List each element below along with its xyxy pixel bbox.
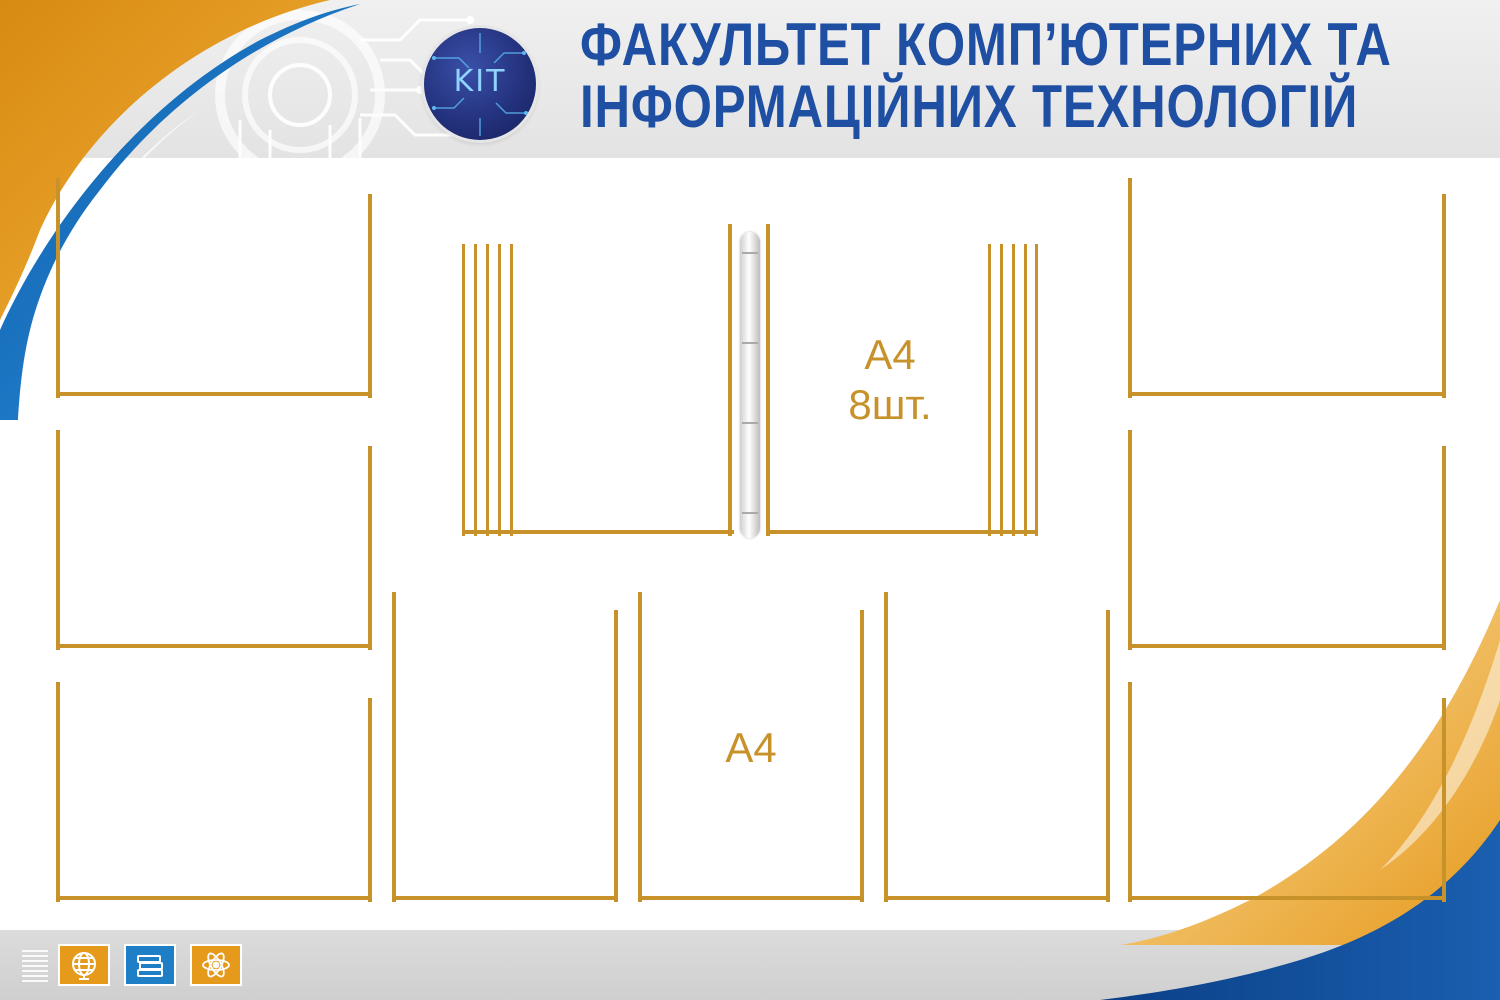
binder-flip-pages-right[interactable]	[766, 224, 1038, 536]
footer-stripes	[22, 950, 48, 982]
binder-format-label: A4	[864, 331, 916, 378]
pocket-a4-bottom-1[interactable]	[392, 592, 618, 902]
pocket-right-bottom[interactable]	[1128, 682, 1446, 902]
books-icon	[124, 944, 176, 986]
pocket-a4-bottom-3[interactable]	[884, 592, 1110, 902]
pocket-left-top[interactable]	[56, 178, 372, 398]
page-title: ФАКУЛЬТЕТ КОМП’ЮТЕРНИХ ТА ІНФОРМАЦІЙНИХ …	[580, 11, 1392, 140]
pocket-left-middle[interactable]	[56, 430, 372, 650]
pocket-left-bottom[interactable]	[56, 682, 372, 902]
globe-icon	[58, 944, 110, 986]
pocket-right-top[interactable]	[1128, 178, 1446, 398]
binder-count-label: 8шт.	[848, 381, 932, 428]
binder-spine[interactable]	[740, 232, 760, 538]
atom-icon	[190, 944, 242, 986]
pocket-a4-bottom-2[interactable]	[638, 592, 864, 902]
binder-flip-pages-left[interactable]	[462, 224, 734, 536]
pocket-right-middle[interactable]	[1128, 430, 1446, 650]
title-line-2: ІНФОРМАЦІЙНИХ ТЕХНОЛОГІЙ	[580, 73, 1359, 140]
logo-text: KIT	[453, 64, 507, 99]
left-swoosh	[0, 0, 360, 420]
faculty-logo: KIT	[424, 28, 536, 140]
center-pocket-label: A4	[725, 724, 777, 771]
logo-circuit-pattern	[432, 33, 528, 136]
title-line-1: ФАКУЛЬТЕТ КОМП’ЮТЕРНИХ ТА	[580, 11, 1392, 78]
